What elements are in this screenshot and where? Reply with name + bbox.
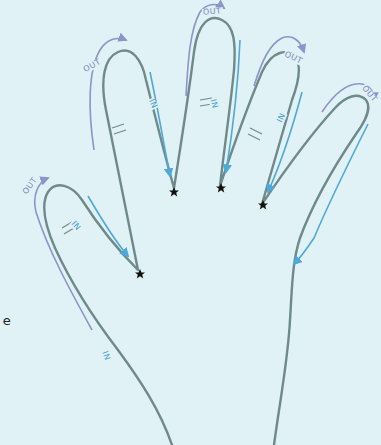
out-label: OUT xyxy=(201,7,222,17)
in-label: IN xyxy=(69,219,82,233)
edge-text: e xyxy=(2,314,13,327)
star-marks xyxy=(135,183,268,279)
hand-outline xyxy=(44,18,368,445)
knuckle-lines xyxy=(62,98,262,234)
out-label: OUT xyxy=(282,50,304,66)
in-arrows xyxy=(88,40,368,264)
in-label: IN xyxy=(209,97,220,110)
out-label: OUT xyxy=(360,84,379,105)
out-arrows xyxy=(35,5,374,330)
in-label: IN xyxy=(100,349,111,362)
